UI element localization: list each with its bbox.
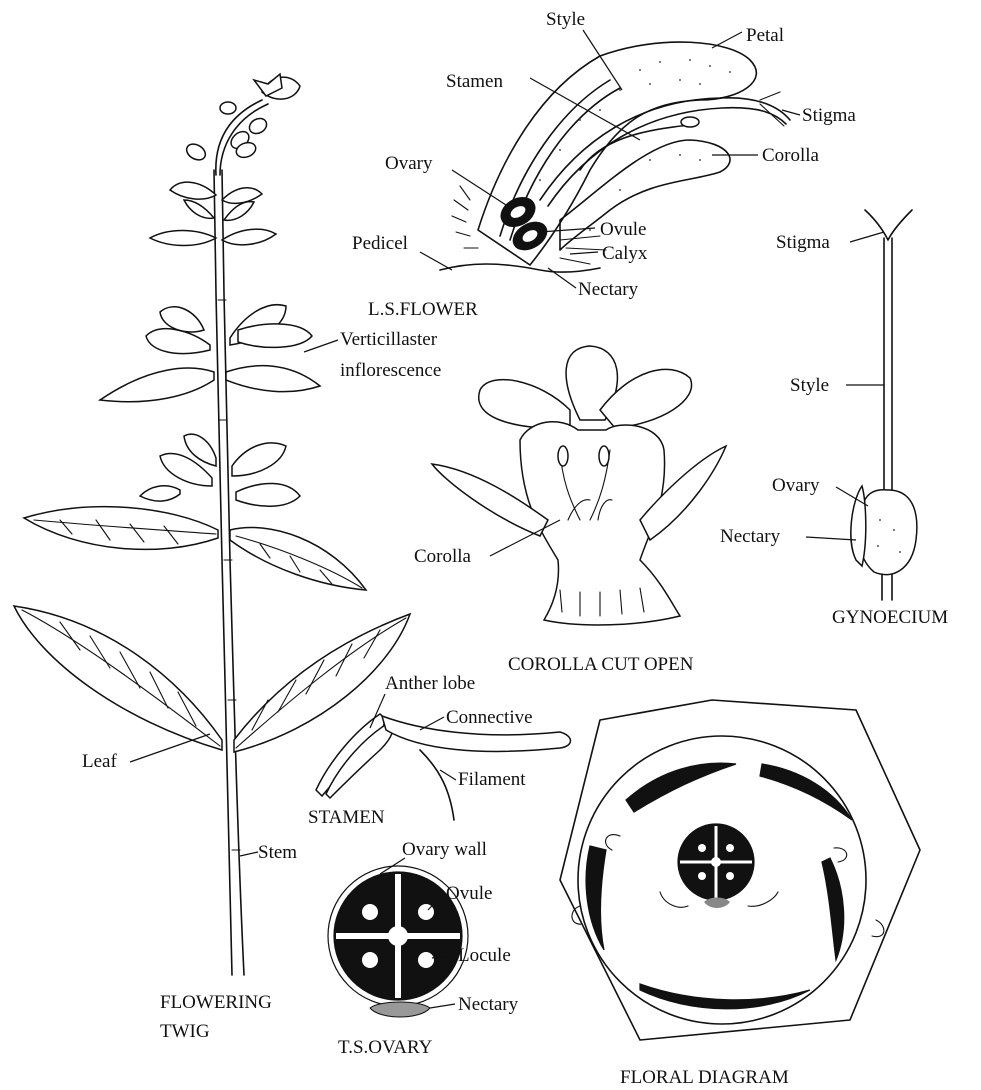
ls-petal-label: Petal	[746, 26, 784, 45]
gyn-stigma-label: Stigma	[776, 233, 830, 252]
verticillaster-label-line1: Verticillaster	[340, 330, 437, 349]
stamen-drawing	[316, 714, 571, 820]
ls-nectary-label: Nectary	[578, 280, 638, 299]
verticillaster-label-line2: inflorescence	[340, 361, 441, 380]
stamen-filament-label: Filament	[458, 770, 526, 789]
ls-pedicel-label: Pedicel	[352, 234, 408, 253]
ls-calyx-label: Calyx	[602, 244, 647, 263]
twig-stem-label: Stem	[258, 843, 297, 862]
corolla-cut-open-drawing	[432, 346, 726, 625]
ls-flower-caption: L.S.FLOWER	[368, 300, 478, 319]
gynoecium-drawing	[851, 210, 917, 600]
gyn-ovary-label: Ovary	[772, 476, 819, 495]
flowering-twig-drawing	[14, 74, 410, 975]
ls-style-label: Style	[546, 10, 585, 29]
twig-caption-line1: FLOWERING	[160, 993, 272, 1012]
stamen-caption: STAMEN	[308, 808, 385, 827]
ls-ovule-label: Ovule	[600, 220, 646, 239]
stamen-anther-lobe-label: Anther lobe	[385, 674, 475, 693]
ls-ovary-label: Ovary	[385, 154, 432, 173]
ls-stamen-label: Stamen	[446, 72, 503, 91]
twig-leaf-label: Leaf	[82, 752, 117, 771]
floral-diagram-drawing	[560, 700, 920, 1040]
gynoecium-caption: GYNOECIUM	[832, 608, 948, 627]
corolla-cut-label: Corolla	[414, 547, 471, 566]
ts-locule-label: Locule	[458, 946, 511, 965]
ts-nectary-label: Nectary	[458, 995, 518, 1014]
corolla-cut-caption: COROLLA CUT OPEN	[508, 655, 693, 674]
ts-ovary-wall-label: Ovary wall	[402, 840, 487, 859]
stamen-connective-label: Connective	[446, 708, 533, 727]
ls-stigma-label: Stigma	[802, 106, 856, 125]
ls-corolla-label: Corolla	[762, 146, 819, 165]
gyn-style-label: Style	[790, 376, 829, 395]
gyn-nectary-label: Nectary	[720, 527, 780, 546]
floral-diagram-caption: FLORAL DIAGRAM	[620, 1068, 789, 1087]
twig-caption-line2: TWIG	[160, 1022, 210, 1041]
ts-ovule-label: Ovule	[446, 884, 492, 903]
ts-ovary-caption: T.S.OVARY	[338, 1038, 432, 1057]
